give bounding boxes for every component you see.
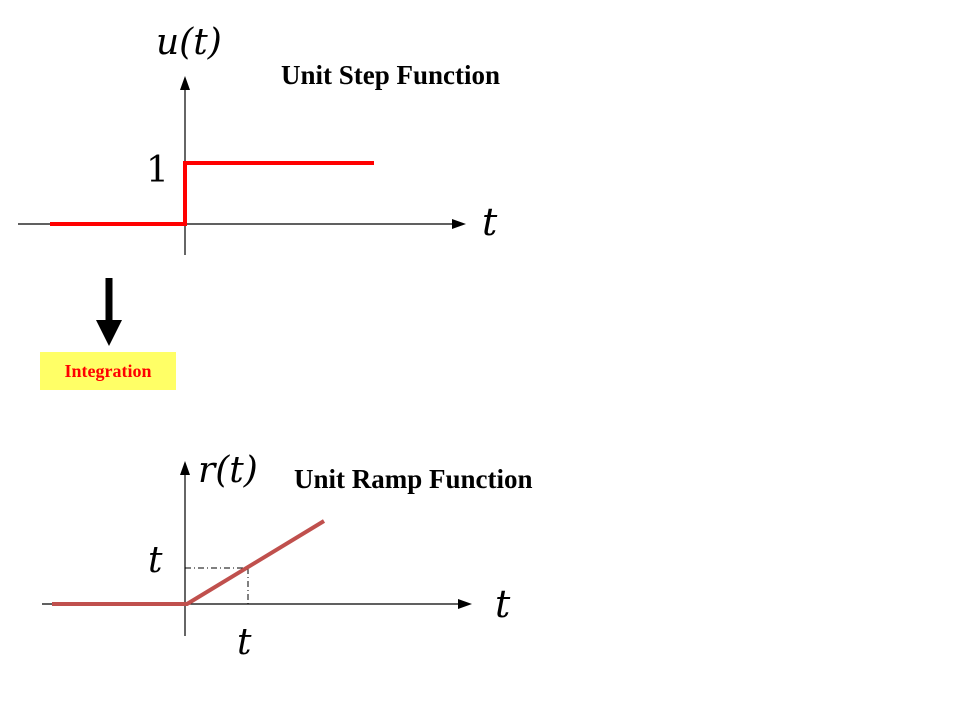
step-x-axis-label: t xyxy=(482,200,498,244)
step-title: Unit Step Function xyxy=(281,60,501,90)
step-level-label: 1 xyxy=(146,150,169,191)
step-y-axis-arrowhead xyxy=(180,76,190,90)
step-y-axis-label: u(t) xyxy=(156,22,222,63)
ramp-y-marker-label: t xyxy=(148,540,163,581)
integration-label: Integration xyxy=(40,352,176,390)
ramp-y-axis-arrowhead xyxy=(180,461,190,475)
ramp-title: Unit Ramp Function xyxy=(294,464,533,494)
ramp-x-axis-label: t xyxy=(495,582,511,626)
ramp-curve xyxy=(52,519,326,606)
integration-arrow-head xyxy=(96,320,122,346)
ramp-x-axis-arrowhead xyxy=(458,599,472,609)
ramp-y-axis-label: r(t) xyxy=(198,450,258,491)
step-curve xyxy=(50,161,374,226)
ramp-x-marker-label: t xyxy=(237,622,252,663)
step-x-axis-arrowhead xyxy=(452,219,466,229)
